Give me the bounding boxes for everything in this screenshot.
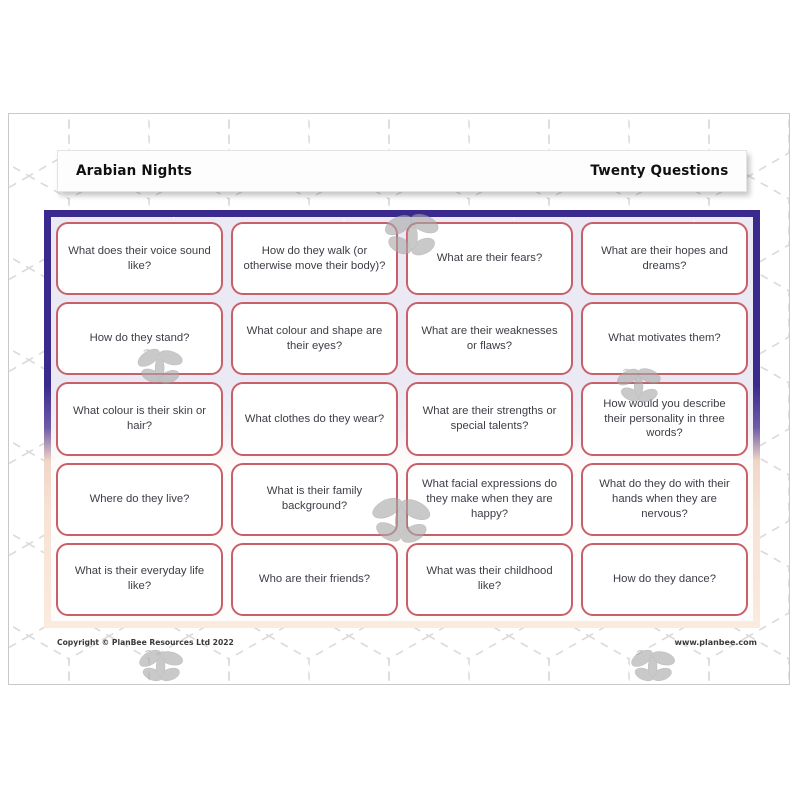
question-card[interactable]: How do they stand? (56, 302, 223, 376)
question-card[interactable]: What are their fears? (406, 222, 573, 296)
question-card-grid: What does their voice sound like? How do… (56, 222, 748, 616)
question-card-text: How do they stand? (89, 332, 190, 345)
question-card[interactable]: How would you describe their personality… (581, 382, 748, 456)
question-card-text: How do they walk (or otherwise move thei… (243, 244, 386, 272)
question-card-text: What motivates them? (608, 332, 721, 345)
question-card[interactable]: What colour is their skin or hair? (56, 382, 223, 456)
page-footer: Copyright © PlanBee Resources Ltd 2022 w… (57, 638, 757, 647)
question-card-text: What are their fears? (436, 252, 543, 265)
question-card-text: What clothes do they wear? (244, 412, 385, 425)
page-title-left: Arabian Nights (76, 163, 193, 179)
question-card-text: How do they dance? (613, 572, 716, 585)
question-card[interactable]: What do they do with their hands when th… (581, 462, 748, 536)
question-card-text: What was their childhood like? (426, 565, 553, 593)
question-card-text: What facial expressions do they make whe… (421, 477, 557, 520)
website-url[interactable]: www.planbee.com (674, 638, 757, 647)
question-card[interactable]: What is their everyday life like? (56, 542, 223, 616)
question-card-text: What is their family background? (266, 485, 363, 513)
question-card[interactable]: What facial expressions do they make whe… (406, 462, 573, 536)
question-card-text: Where do they live? (89, 492, 190, 505)
question-card[interactable]: What are their hopes and dreams? (581, 222, 748, 296)
question-card-text: Who are their friends? (258, 572, 371, 585)
question-card[interactable]: How do they walk (or otherwise move thei… (231, 222, 398, 296)
header-bar: Arabian Nights Twenty Questions (57, 150, 747, 192)
question-card[interactable]: What is their family background? (231, 462, 398, 536)
question-card-text: How would you describe their personality… (603, 397, 726, 440)
question-card[interactable]: What clothes do they wear? (231, 382, 398, 456)
worksheet-page: Arabian Nights Twenty Questions (8, 113, 790, 685)
page-title-right: Twenty Questions (589, 163, 728, 179)
question-card[interactable]: What was their childhood like? (406, 542, 573, 616)
question-card-text: What are their hopes and dreams? (601, 244, 728, 272)
question-card[interactable]: What colour and shape are their eyes? (231, 302, 398, 376)
question-board: What does their voice sound like? How do… (44, 210, 760, 628)
question-card[interactable]: Who are their friends? (231, 542, 398, 616)
question-card[interactable]: Where do they live? (56, 462, 223, 536)
copyright-text: Copyright © PlanBee Resources Ltd 2022 (57, 638, 234, 647)
question-card[interactable]: What are their weaknesses or flaws? (406, 302, 573, 376)
question-card-text: What colour is their skin or hair? (72, 405, 207, 432)
question-card-text: What colour and shape are their eyes? (246, 324, 383, 352)
question-card-text: What do they do with their hands when th… (599, 477, 730, 520)
question-card-text: What is their everyday life like? (74, 565, 205, 593)
question-card-text: What does their voice sound like? (68, 244, 211, 272)
question-card-text: What are their weaknesses or flaws? (421, 324, 558, 352)
question-card-text: What are their strengths or special tale… (422, 405, 557, 432)
question-card[interactable]: What does their voice sound like? (56, 222, 223, 296)
question-card[interactable]: What motivates them? (581, 302, 748, 376)
question-card[interactable]: What are their strengths or special tale… (406, 382, 573, 456)
question-card[interactable]: How do they dance? (581, 542, 748, 616)
